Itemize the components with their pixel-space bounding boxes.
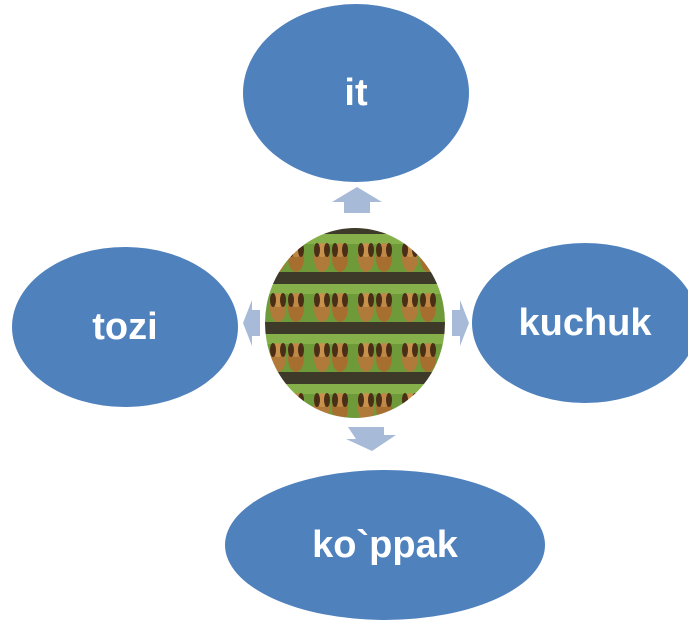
node-koppak-label: ko`ppak [312,523,458,566]
node-koppak: ko`ppak [225,470,545,620]
arrow-up-icon [332,187,382,213]
arrow-down-icon [346,427,396,451]
node-tozi: tozi [12,247,238,407]
puppies-image [265,228,445,418]
arrow-right-icon [452,300,469,346]
node-tozi-label: tozi [92,305,158,348]
node-it: it [243,4,469,182]
arrow-left-icon [243,300,260,346]
node-kuchuk: kuchuk [472,243,688,403]
node-it-label: it [344,71,368,114]
node-kuchuk-label: kuchuk [518,301,652,344]
